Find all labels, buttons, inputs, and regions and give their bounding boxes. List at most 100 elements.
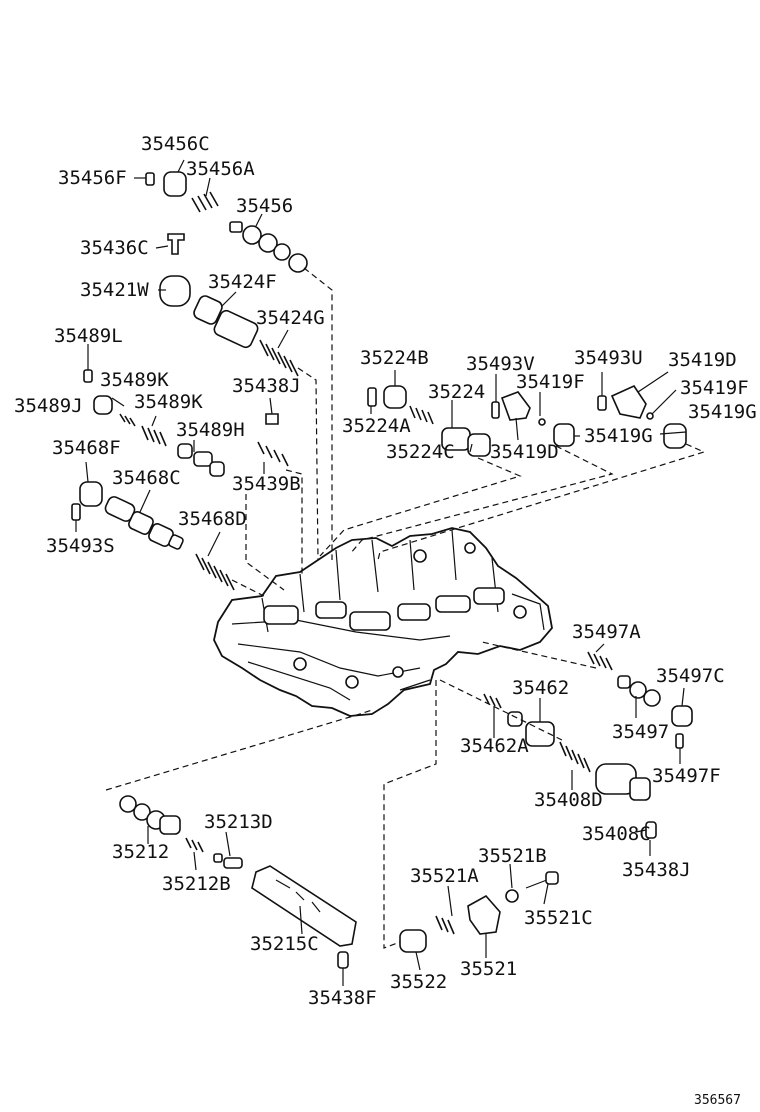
part-35497A-shape bbox=[587, 651, 613, 671]
part-35489J-shape bbox=[93, 395, 113, 415]
label-35419F-upper: 35419F bbox=[516, 371, 585, 393]
label-35408D: 35408D bbox=[534, 789, 603, 811]
part-35497C-shape bbox=[671, 705, 693, 727]
label-35462: 35462 bbox=[512, 677, 569, 699]
label-35456F: 35456F bbox=[58, 167, 127, 189]
part-35212-shape bbox=[119, 795, 181, 835]
part-35522-shape bbox=[399, 929, 427, 953]
part-35489K-shape bbox=[141, 425, 167, 447]
label-35493V: 35493V bbox=[466, 353, 535, 375]
part-35521B-shape bbox=[505, 889, 519, 903]
label-35421W: 35421W bbox=[80, 279, 149, 301]
part-35215C-shape bbox=[251, 865, 357, 947]
part-35424G-shape bbox=[259, 339, 299, 377]
label-35456C: 35456C bbox=[141, 133, 210, 155]
label-35419F-right: 35419F bbox=[680, 377, 749, 399]
part-35224B-shape bbox=[383, 385, 407, 409]
label-35489J: 35489J bbox=[14, 395, 83, 417]
part-35436C-shape bbox=[167, 233, 185, 255]
part-35521-shape bbox=[467, 894, 501, 935]
label-35468C: 35468C bbox=[112, 467, 181, 489]
label-35439B: 35439B bbox=[232, 473, 301, 495]
label-35408C: 35408C bbox=[582, 823, 651, 845]
label-35489K-1: 35489K bbox=[100, 369, 169, 391]
label-35436C: 35436C bbox=[80, 237, 149, 259]
part-35497-shape bbox=[617, 675, 661, 707]
part-35438J-upper-shape bbox=[265, 413, 279, 425]
part-35489L-shape bbox=[83, 369, 93, 383]
label-35522: 35522 bbox=[390, 971, 447, 993]
label-35521A: 35521A bbox=[410, 865, 479, 887]
label-35521C: 35521C bbox=[524, 907, 593, 929]
label-35468F: 35468F bbox=[52, 437, 121, 459]
part-35212B-shape bbox=[185, 837, 204, 853]
part-35424F-shape bbox=[193, 295, 259, 349]
label-35224A: 35224A bbox=[342, 415, 411, 437]
label-35424G: 35424G bbox=[256, 307, 325, 329]
part-35421W-shape bbox=[159, 275, 191, 307]
label-35489K-2: 35489K bbox=[134, 391, 203, 413]
part-35224-spring-shape bbox=[409, 405, 434, 425]
label-35521B: 35521B bbox=[478, 845, 547, 867]
part-35468F-shape bbox=[79, 481, 103, 507]
label-35424F: 35424F bbox=[208, 271, 277, 293]
label-35521: 35521 bbox=[460, 958, 517, 980]
label-35212B: 35212B bbox=[162, 873, 231, 895]
label-35212: 35212 bbox=[112, 841, 169, 863]
part-35408D-shape bbox=[559, 741, 591, 773]
part-35456C-shape bbox=[163, 171, 187, 197]
part-35419F-right-shape bbox=[646, 412, 654, 420]
part-35493U-shape bbox=[597, 395, 607, 411]
label-35493U: 35493U bbox=[574, 347, 643, 369]
label-35489L: 35489L bbox=[54, 325, 123, 347]
part-35213D-shape bbox=[213, 853, 243, 869]
document-id: 356567 bbox=[694, 1093, 741, 1108]
label-35456: 35456 bbox=[236, 195, 293, 217]
part-35462A-shape bbox=[483, 693, 502, 709]
part-35497F-shape bbox=[675, 733, 684, 749]
label-35224: 35224 bbox=[428, 381, 485, 403]
label-35493S: 35493S bbox=[46, 535, 115, 557]
part-35224C-shape bbox=[441, 427, 491, 457]
part-35493V-shape bbox=[491, 401, 500, 419]
part-35419D-upper-shape bbox=[500, 391, 531, 421]
label-35438J-upper: 35438J bbox=[232, 375, 301, 397]
label-35419G-right: 35419G bbox=[688, 401, 757, 423]
label-35456A: 35456A bbox=[186, 158, 255, 180]
label-35489H: 35489H bbox=[176, 419, 245, 441]
label-35468D: 35468D bbox=[178, 508, 247, 530]
part-35419G-upper-shape bbox=[553, 423, 575, 447]
label-35462A: 35462A bbox=[460, 735, 529, 757]
part-35489H-shape bbox=[177, 443, 225, 477]
label-35215C: 35215C bbox=[250, 933, 319, 955]
part-35419G-right-shape bbox=[663, 423, 687, 449]
part-35438F-shape bbox=[337, 951, 349, 969]
label-35419G-upper: 35419G bbox=[584, 425, 653, 447]
label-35438F: 35438F bbox=[308, 987, 377, 1009]
label-35497A: 35497A bbox=[572, 621, 641, 643]
label-35224B: 35224B bbox=[360, 347, 429, 369]
part-35521C-shape bbox=[525, 871, 559, 889]
part-35456F-shape bbox=[145, 172, 155, 186]
label-35497F: 35497F bbox=[652, 765, 721, 787]
label-35213D: 35213D bbox=[204, 811, 273, 833]
part-35456A-shape bbox=[191, 191, 219, 213]
part-35419F-upper-shape bbox=[538, 418, 546, 426]
part-35493S-shape bbox=[71, 503, 81, 521]
part-35408C-shape bbox=[595, 763, 651, 801]
part-35489K-spring-shape bbox=[119, 413, 136, 427]
part-35456-shape bbox=[229, 221, 308, 273]
label-35497C: 35497C bbox=[656, 665, 725, 687]
part-35521A-shape bbox=[435, 915, 455, 935]
part-35468C-shape bbox=[104, 496, 184, 550]
part-35468D-shape bbox=[195, 553, 235, 591]
label-35438J-lower: 35438J bbox=[622, 859, 691, 881]
label-35497: 35497 bbox=[612, 721, 669, 743]
label-35224C: 35224C bbox=[386, 441, 455, 463]
part-35439B-shape bbox=[257, 441, 289, 467]
label-35419D-right: 35419D bbox=[668, 349, 737, 371]
label-35419D-upper: 35419D bbox=[490, 441, 559, 463]
leader-lines bbox=[75, 159, 687, 986]
part-labels: 35456C 35456F 35456A 35456 35436C 35421W… bbox=[14, 133, 757, 1009]
